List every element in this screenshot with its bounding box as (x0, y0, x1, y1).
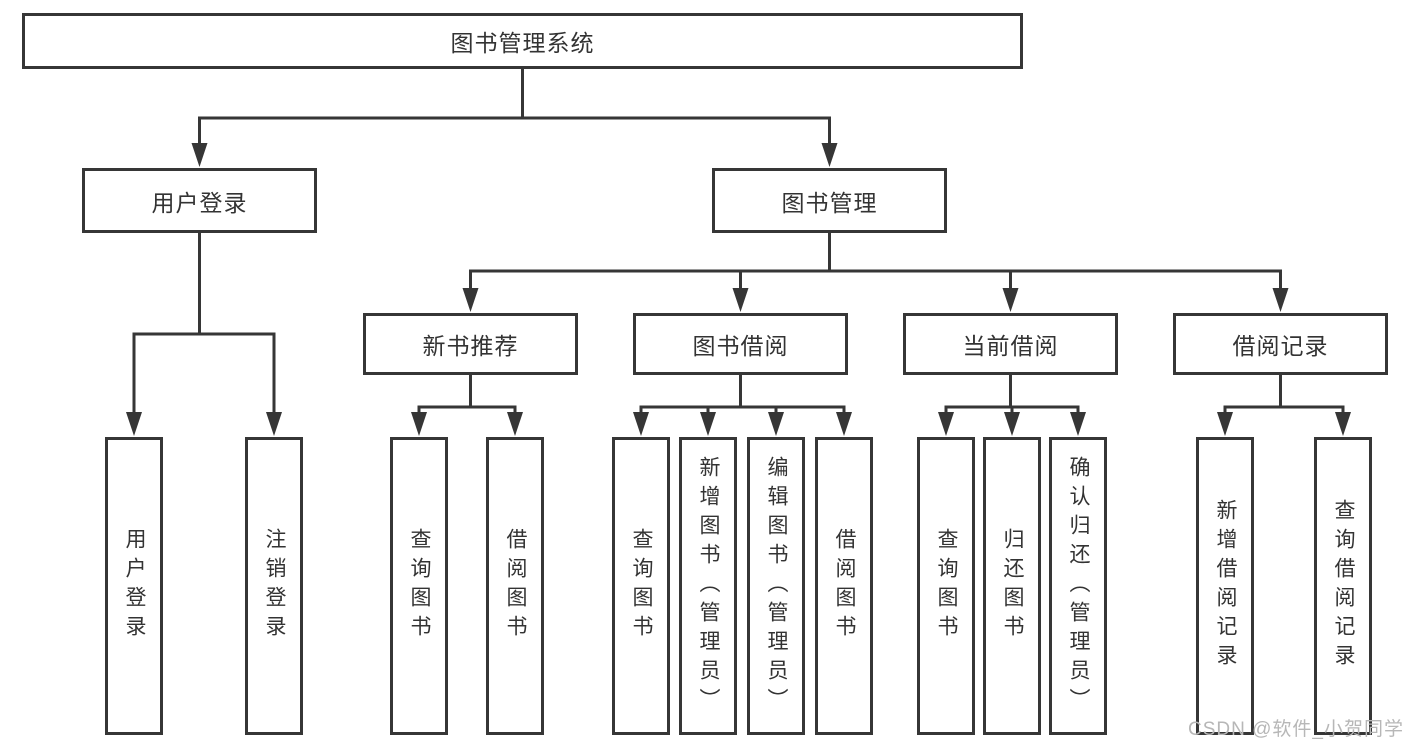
node-label: 借阅记录 (1232, 333, 1329, 359)
node-book-management: 图书管理 (712, 168, 947, 233)
node-current-borrow: 当前借阅 (903, 313, 1118, 375)
node-label: 借阅图书 (504, 528, 527, 644)
node-label: 注销登录 (263, 528, 286, 644)
leaf-query-books-borrow: 查询图书 (612, 437, 670, 735)
node-user-login: 用户登录 (82, 168, 317, 233)
leaf-query-books-recommend: 查询图书 (390, 437, 448, 735)
leaf-edit-book-admin: 编辑图书（管理员） (747, 437, 805, 735)
node-library-management-system: 图书管理系统 (22, 13, 1023, 69)
leaf-add-book-admin: 新增图书（管理员） (679, 437, 737, 735)
node-label: 图书管理 (781, 189, 878, 216)
watermark-text: CSDN @软件_小贺同学 (1188, 719, 1404, 740)
leaf-confirm-return-admin: 确认归还（管理员） (1049, 437, 1107, 735)
node-label: 新增借阅记录 (1214, 499, 1237, 673)
leaf-user-login: 用户登录 (105, 437, 163, 735)
leaf-add-borrow-record: 新增借阅记录 (1196, 437, 1254, 735)
leaf-query-books-current: 查询图书 (917, 437, 975, 735)
node-label: 图书借阅 (692, 333, 789, 359)
leaf-query-borrow-record: 查询借阅记录 (1314, 437, 1372, 735)
node-book-borrow: 图书借阅 (633, 313, 848, 375)
node-label: 查询借阅记录 (1332, 499, 1355, 673)
leaf-borrow-books: 借阅图书 (815, 437, 873, 735)
node-label: 用户登录 (123, 528, 146, 644)
node-label: 查询图书 (935, 528, 958, 644)
node-new-book-recommend: 新书推荐 (363, 313, 578, 375)
node-label: 当前借阅 (962, 333, 1059, 359)
node-label: 借阅图书 (833, 528, 856, 644)
node-label: 查询图书 (408, 528, 431, 644)
node-label: 新书推荐 (422, 333, 519, 359)
arrowheads (126, 143, 1351, 436)
leaf-logout: 注销登录 (245, 437, 303, 735)
node-label: 确认归还（管理员） (1067, 455, 1090, 717)
node-label: 用户登录 (151, 189, 248, 216)
leaf-borrow-books-recommend: 借阅图书 (486, 437, 544, 735)
node-label: 图书管理系统 (450, 30, 595, 56)
node-borrow-records: 借阅记录 (1173, 313, 1388, 375)
node-label: 编辑图书（管理员） (765, 455, 788, 717)
node-label: 查询图书 (630, 528, 653, 644)
leaf-return-book: 归还图书 (983, 437, 1041, 735)
node-label: 归还图书 (1001, 528, 1024, 644)
node-label: 新增图书（管理员） (697, 455, 720, 717)
